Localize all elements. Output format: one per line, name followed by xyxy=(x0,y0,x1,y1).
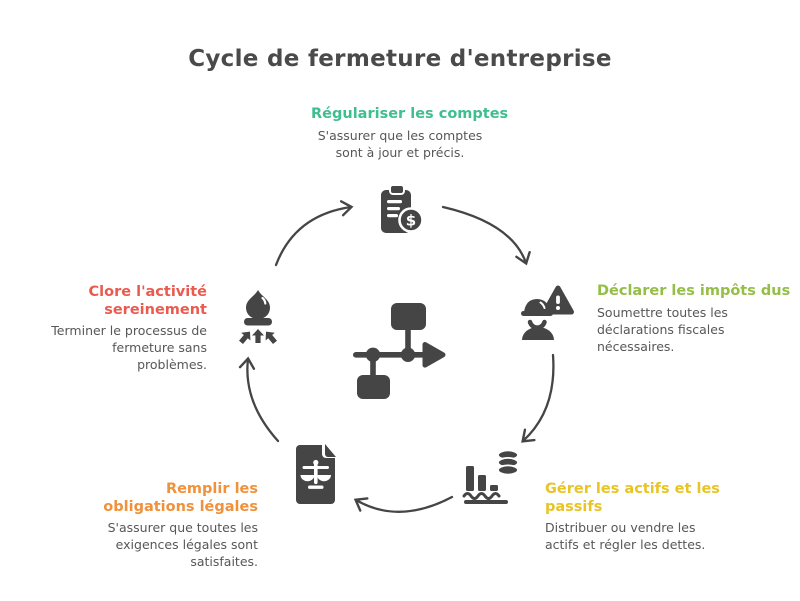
step-clore-activite: Clore l'activité sereinement Terminer le… xyxy=(49,284,207,373)
step-description: S'assurer que les comptes sont à jour et… xyxy=(317,127,483,160)
arrow-bottom-right-to-bottom-left xyxy=(353,495,454,513)
bars-coins-icon xyxy=(455,444,525,508)
arrow-top-to-right xyxy=(441,205,531,266)
step-heading: Déclarer les impôts dus xyxy=(597,283,791,299)
worker-warning-icon xyxy=(511,282,577,348)
step-description: Terminer le processus de fermeture sans … xyxy=(51,323,207,373)
step-obligations-legales: Remplir les obligations légales S'assure… xyxy=(83,481,258,570)
dollar-glyph: $ xyxy=(406,212,416,230)
arrow-left-to-top xyxy=(274,200,354,267)
clipboard-dollar-icon: $ xyxy=(366,181,432,243)
arrow-bottom-left-to-left xyxy=(238,356,280,443)
step-heading: Remplir les obligations légales xyxy=(103,481,258,515)
arrow-right-to-bottom-right xyxy=(521,353,555,443)
step-heading: Clore l'activité sereinement xyxy=(88,284,208,318)
flowchart-icon xyxy=(350,302,450,400)
step-heading: Gérer les actifs et les passifs xyxy=(545,481,720,515)
document-scales-icon xyxy=(281,442,351,508)
closing-dome-icon xyxy=(228,287,288,345)
step-description: S'assurer que toutes les exigences légal… xyxy=(107,520,258,570)
step-declarer-impots: Déclarer les impôts dus Soumettre toutes… xyxy=(597,283,791,355)
page-title: Cycle de fermeture d'entreprise xyxy=(188,46,612,72)
step-heading: Régulariser les comptes xyxy=(311,106,509,122)
step-gerer-actifs: Gérer les actifs et les passifs Distribu… xyxy=(545,481,720,553)
step-description: Distribuer ou vendre les actifs et régle… xyxy=(545,520,706,553)
step-description: Soumettre toutes les déclarations fiscal… xyxy=(597,304,728,354)
step-regulariser-comptes: Régulariser les comptes S'assurer que le… xyxy=(311,106,509,161)
